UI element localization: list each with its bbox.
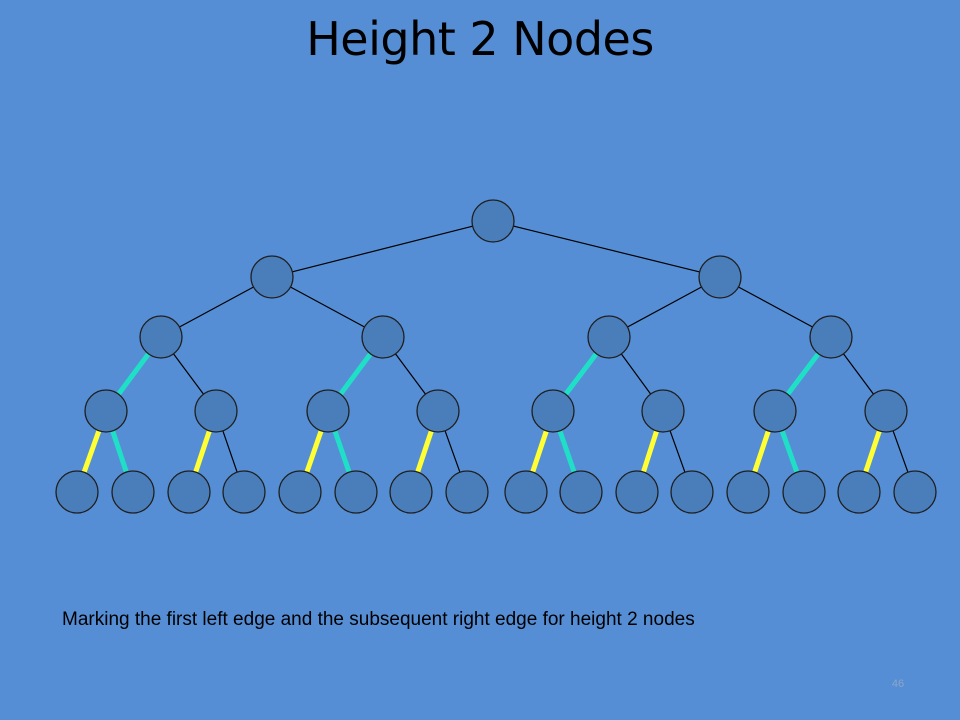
tree-node xyxy=(809,315,853,359)
height1-left-edge-marked xyxy=(81,429,102,474)
tree-node xyxy=(250,255,294,299)
height1-left-edge-marked xyxy=(415,430,434,473)
leaf-node xyxy=(837,470,881,514)
leaf-node xyxy=(726,470,770,514)
tree-node xyxy=(416,389,460,433)
subsequent-right-edge-marked xyxy=(557,430,577,473)
tree-node xyxy=(641,389,685,433)
leaf-node xyxy=(55,470,99,514)
leaf-node xyxy=(334,470,378,514)
tree-edge xyxy=(627,286,702,328)
tree-edge xyxy=(738,286,813,328)
tree-edge xyxy=(620,353,652,395)
tree-node xyxy=(306,389,350,433)
subsequent-right-edge-marked xyxy=(332,430,352,473)
slide-caption: Marking the first left edge and the subs… xyxy=(62,609,695,630)
tree-node xyxy=(531,389,575,433)
tree-edge xyxy=(395,353,426,395)
height1-left-edge-marked xyxy=(863,430,882,473)
tree-edge xyxy=(292,225,473,273)
height1-left-edge-marked xyxy=(752,430,771,473)
tree-edge xyxy=(173,353,204,395)
height2-left-edge-marked xyxy=(338,352,373,396)
tree-node xyxy=(84,389,128,433)
slide-number: 46 xyxy=(891,678,905,690)
leaf-node xyxy=(389,470,433,514)
tree-edge xyxy=(444,430,461,473)
height1-left-edge-marked xyxy=(641,430,659,473)
height1-left-edge-marked xyxy=(193,430,212,473)
height1-left-edge-marked xyxy=(304,430,324,473)
tree-edge xyxy=(290,286,365,328)
subsequent-right-edge-marked xyxy=(779,429,800,474)
leaf-node xyxy=(893,470,937,514)
tree-node xyxy=(753,389,797,433)
tree-edge xyxy=(669,430,686,473)
leaf-node xyxy=(445,470,489,514)
height2-left-edge-marked xyxy=(785,352,821,396)
tree-edge xyxy=(513,225,700,273)
leaf-node xyxy=(504,470,548,514)
tree-edge xyxy=(179,286,254,328)
tree-node xyxy=(361,315,405,359)
tree-node xyxy=(194,389,238,433)
tree-edge xyxy=(843,353,874,395)
tree-node xyxy=(139,315,183,359)
leaf-node xyxy=(167,470,211,514)
tree-node xyxy=(587,315,631,359)
leaf-node xyxy=(615,470,659,514)
subsequent-right-edge-marked xyxy=(110,430,129,473)
tree-node xyxy=(698,255,742,299)
leaf-node xyxy=(559,470,603,514)
leaf-node xyxy=(670,470,714,514)
height2-left-edge-marked xyxy=(116,352,151,396)
tree-edge xyxy=(892,430,909,473)
leaf-node xyxy=(222,470,266,514)
tree-edge xyxy=(222,430,238,473)
leaf-node xyxy=(111,470,155,514)
height1-left-edge-marked xyxy=(530,430,549,473)
tree-node xyxy=(864,389,908,433)
slide-title: Height 2 Nodes xyxy=(306,12,654,66)
leaf-node xyxy=(782,470,826,514)
height2-left-edge-marked xyxy=(563,352,599,396)
tree-node xyxy=(471,199,515,243)
leaf-node xyxy=(278,470,322,514)
